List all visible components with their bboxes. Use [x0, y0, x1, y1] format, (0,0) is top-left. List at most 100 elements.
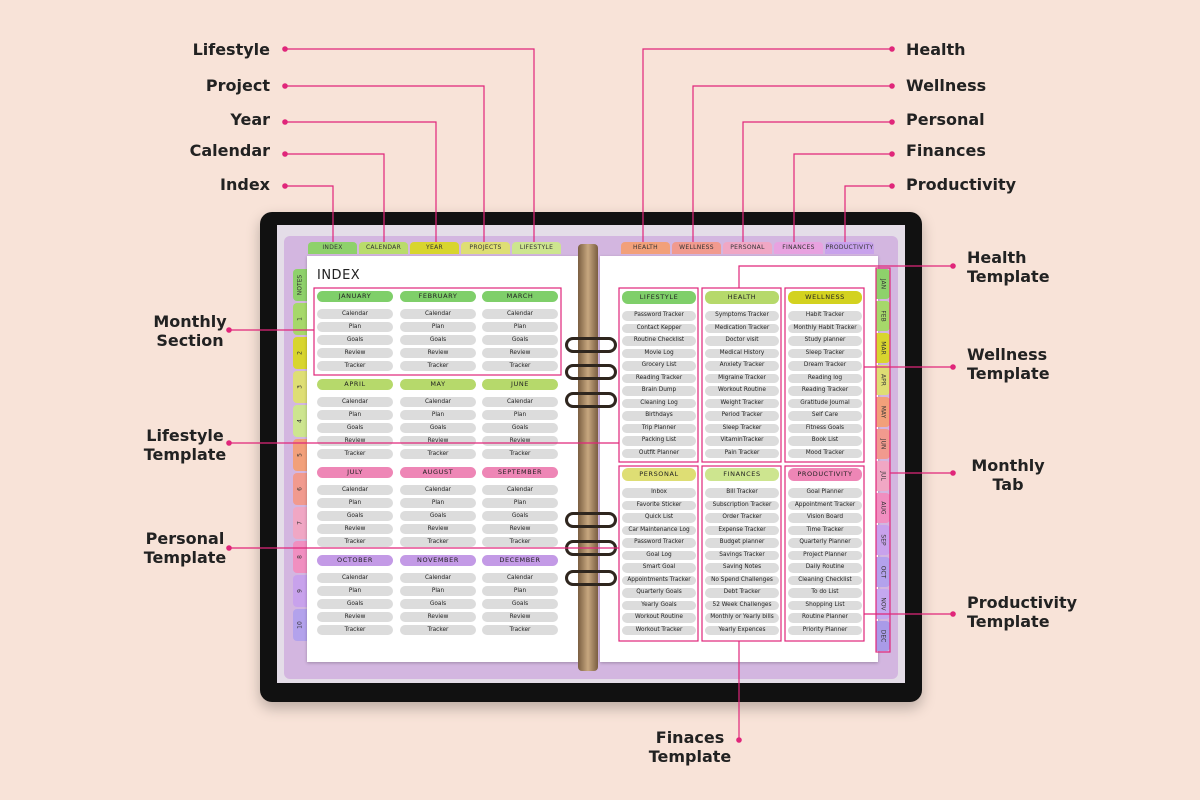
- month-tab-oct[interactable]: OCT: [876, 557, 890, 587]
- month-item-calendar[interactable]: Calendar: [317, 573, 393, 583]
- month-item-plan[interactable]: Plan: [317, 498, 393, 508]
- template-item-packing-list[interactable]: Packing List: [622, 436, 696, 446]
- template-item-appointment-tracker[interactable]: Appointment Tracker: [788, 500, 862, 510]
- template-item-quick-list[interactable]: Quick List: [622, 513, 696, 523]
- template-item-sleep-tracker[interactable]: Sleep Tracker: [788, 348, 862, 358]
- template-item-brain-dump[interactable]: Brain Dump: [622, 386, 696, 396]
- month-item-tracker[interactable]: Tracker: [482, 361, 558, 371]
- template-item-password-tracker[interactable]: Password Tracker: [622, 311, 696, 321]
- template-item-dream-tracker[interactable]: Dream Tracker: [788, 361, 862, 371]
- tab-personal[interactable]: PERSONAL: [723, 242, 772, 254]
- template-item-appointments-tracker[interactable]: Appointments Tracker: [622, 575, 696, 585]
- month-item-plan[interactable]: Plan: [482, 586, 558, 596]
- template-item-pain-tracker[interactable]: Pain Tracker: [705, 448, 779, 458]
- month-header-september[interactable]: SEPTEMBER: [482, 467, 558, 478]
- month-item-plan[interactable]: Plan: [400, 586, 476, 596]
- month-tab-apr[interactable]: APR: [876, 365, 890, 395]
- month-item-goals[interactable]: Goals: [400, 423, 476, 433]
- month-tab-sep[interactable]: SEP: [876, 525, 890, 555]
- left-tab-9[interactable]: 9: [293, 575, 307, 607]
- template-item-routine-planner[interactable]: Routine Planner: [788, 613, 862, 623]
- month-tab-aug[interactable]: AUG: [876, 493, 890, 523]
- template-item-password-tracker[interactable]: Password Tracker: [622, 538, 696, 548]
- month-tab-jan[interactable]: JAN: [876, 269, 890, 299]
- template-item-expense-tracker[interactable]: Expense Tracker: [705, 525, 779, 535]
- template-item-study-planner[interactable]: Study planner: [788, 336, 862, 346]
- template-item-period-tracker[interactable]: Period Tracker: [705, 411, 779, 421]
- template-item-quarterly-goals[interactable]: Quarterly Goals: [622, 588, 696, 598]
- template-item-no-spend-challenges[interactable]: No Spend Challenges: [705, 575, 779, 585]
- month-item-calendar[interactable]: Calendar: [482, 485, 558, 495]
- left-tab-8[interactable]: 8: [293, 541, 307, 573]
- template-item-quarterly-planner[interactable]: Quarterly Planner: [788, 538, 862, 548]
- month-item-review[interactable]: Review: [482, 524, 558, 534]
- left-tab-4[interactable]: 4: [293, 405, 307, 437]
- month-item-plan[interactable]: Plan: [482, 322, 558, 332]
- template-item-time-tracker[interactable]: Time Tracker: [788, 525, 862, 535]
- template-item-outfit-planner[interactable]: Outfit Planner: [622, 448, 696, 458]
- template-item-monthly-or-yearly-bills[interactable]: Monthly or Yearly bills: [705, 613, 779, 623]
- template-item-migraine-tracker[interactable]: Migraine Tracker: [705, 373, 779, 383]
- month-item-tracker[interactable]: Tracker: [317, 537, 393, 547]
- month-item-calendar[interactable]: Calendar: [317, 397, 393, 407]
- month-header-february[interactable]: FEBRUARY: [400, 291, 476, 302]
- left-tab-2[interactable]: 2: [293, 337, 307, 369]
- template-item-shopping-list[interactable]: Shopping List: [788, 600, 862, 610]
- month-item-goals[interactable]: Goals: [482, 335, 558, 345]
- template-item-cleaning-log[interactable]: Cleaning Log: [622, 398, 696, 408]
- tab-calendar[interactable]: CALENDAR: [359, 242, 408, 254]
- template-item-sleep-tracker[interactable]: Sleep Tracker: [705, 423, 779, 433]
- month-item-goals[interactable]: Goals: [482, 511, 558, 521]
- month-tab-nov[interactable]: NOV: [876, 589, 890, 619]
- template-item-anxiety-tracker[interactable]: Anxiety Tracker: [705, 361, 779, 371]
- template-item-order-tracker[interactable]: Order Tracker: [705, 513, 779, 523]
- tab-index[interactable]: INDEX: [308, 242, 357, 254]
- month-header-october[interactable]: OCTOBER: [317, 555, 393, 566]
- month-item-goals[interactable]: Goals: [400, 599, 476, 609]
- month-item-calendar[interactable]: Calendar: [400, 485, 476, 495]
- template-item-routine-checklist[interactable]: Routine Checklist: [622, 336, 696, 346]
- left-tab-3[interactable]: 3: [293, 371, 307, 403]
- month-item-review[interactable]: Review: [317, 524, 393, 534]
- month-item-tracker[interactable]: Tracker: [317, 625, 393, 635]
- tab-productivity[interactable]: PRODUCTIVITY: [825, 242, 874, 254]
- month-item-review[interactable]: Review: [317, 348, 393, 358]
- left-tab-6[interactable]: 6: [293, 473, 307, 505]
- template-item-fitness-goals[interactable]: Fitness Goals: [788, 423, 862, 433]
- template-header-health[interactable]: HEALTH: [705, 291, 779, 304]
- month-item-plan[interactable]: Plan: [317, 586, 393, 596]
- month-item-calendar[interactable]: Calendar: [482, 397, 558, 407]
- month-item-plan[interactable]: Plan: [317, 322, 393, 332]
- month-item-tracker[interactable]: Tracker: [400, 361, 476, 371]
- template-item-yearly-goals[interactable]: Yearly Goals: [622, 600, 696, 610]
- month-item-review[interactable]: Review: [482, 436, 558, 446]
- template-item-goal-log[interactable]: Goal Log: [622, 550, 696, 560]
- month-header-march[interactable]: MARCH: [482, 291, 558, 302]
- month-item-review[interactable]: Review: [482, 348, 558, 358]
- template-item-reading-tracker[interactable]: Reading Tracker: [788, 386, 862, 396]
- month-item-calendar[interactable]: Calendar: [317, 309, 393, 319]
- month-header-january[interactable]: JANUARY: [317, 291, 393, 302]
- template-item-grocery-list[interactable]: Grocery List: [622, 361, 696, 371]
- template-item-debt-tracker[interactable]: Debt Tracker: [705, 588, 779, 598]
- month-item-goals[interactable]: Goals: [400, 335, 476, 345]
- month-header-june[interactable]: JUNE: [482, 379, 558, 390]
- template-item-reading-tracker[interactable]: Reading Tracker: [622, 373, 696, 383]
- tab-projects[interactable]: PROJECTS: [461, 242, 510, 254]
- template-header-lifestyle[interactable]: LIFESTYLE: [622, 291, 696, 304]
- month-item-plan[interactable]: Plan: [482, 410, 558, 420]
- template-header-wellness[interactable]: WELLNESS: [788, 291, 862, 304]
- template-item-saving-notes[interactable]: Saving Notes: [705, 563, 779, 573]
- template-item-inbox[interactable]: Inbox: [622, 488, 696, 498]
- template-item-car-maintenance-log[interactable]: Car Maintenance Log: [622, 525, 696, 535]
- month-item-plan[interactable]: Plan: [400, 322, 476, 332]
- template-item-medication-tracker[interactable]: Medication Tracker: [705, 323, 779, 333]
- template-item-trip-planner[interactable]: Trip Planner: [622, 423, 696, 433]
- template-header-finances[interactable]: FINANCES: [705, 468, 779, 481]
- template-header-personal[interactable]: PERSONAL: [622, 468, 696, 481]
- month-item-goals[interactable]: Goals: [482, 599, 558, 609]
- month-header-april[interactable]: APRIL: [317, 379, 393, 390]
- template-item-habit-tracker[interactable]: Habit Tracker: [788, 311, 862, 321]
- month-item-goals[interactable]: Goals: [317, 511, 393, 521]
- month-item-tracker[interactable]: Tracker: [400, 537, 476, 547]
